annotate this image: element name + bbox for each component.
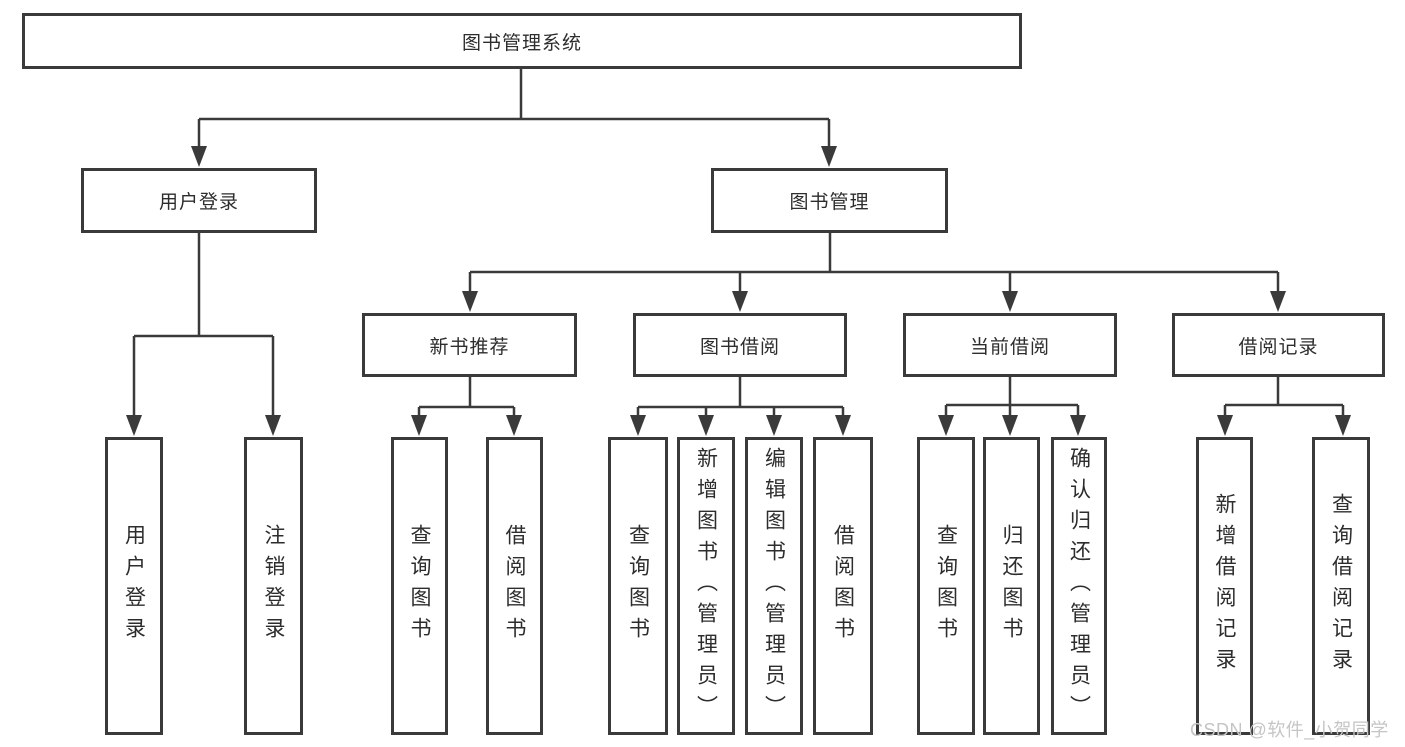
node-library-management-system: 图书管理系统 <box>22 13 1022 69</box>
arrow-down-icon <box>835 415 851 436</box>
arrow-down-icon <box>821 146 837 167</box>
node-book-management: 图书管理 <box>711 168 948 233</box>
connector-currentborrow-to-leaves <box>944 377 1080 418</box>
leaf-logout: 注销登录 <box>244 437 303 735</box>
arrow-down-icon <box>411 415 427 436</box>
arrow-down-icon <box>126 415 142 436</box>
connector-bookborrow-to-leaves <box>636 377 845 418</box>
leaf-borrow-books: 借阅图书 <box>813 437 873 735</box>
leaf-label: 查询图书 <box>408 524 431 648</box>
leaf-label: 归还图书 <box>1000 524 1023 648</box>
node-user-login: 用户登录 <box>81 168 317 233</box>
arrow-down-icon <box>1002 415 1018 436</box>
arrow-down-icon <box>191 146 207 167</box>
arrow-down-icon <box>1270 291 1286 312</box>
arrow-down-icon <box>1002 291 1018 312</box>
arrow-down-icon <box>1217 415 1233 436</box>
arrow-down-icon <box>938 415 954 436</box>
leaf-label: 借阅图书 <box>503 524 526 648</box>
leaf-query-books-recommend: 查询图书 <box>391 437 448 735</box>
leaf-label: 编辑图书（管理员） <box>762 446 786 726</box>
arrow-down-icon <box>630 415 646 436</box>
arrow-down-icon <box>506 415 522 436</box>
connector-bookmgmt-to-level3 <box>468 233 1280 294</box>
leaf-query-books-current: 查询图书 <box>917 437 975 735</box>
node-book-borrowing: 图书借阅 <box>633 313 847 377</box>
leaf-query-books-borrow: 查询图书 <box>608 437 668 735</box>
leaf-borrow-books-recommend: 借阅图书 <box>486 437 543 735</box>
connector-userlogin-to-leaves <box>132 233 275 418</box>
leaf-label: 查询借阅记录 <box>1329 493 1353 679</box>
node-new-book-recommendation: 新书推荐 <box>362 313 577 377</box>
leaf-add-book-admin: 新增图书（管理员） <box>677 437 735 735</box>
leaf-label: 借阅图书 <box>831 524 855 648</box>
leaf-query-borrow-record: 查询借阅记录 <box>1312 437 1370 735</box>
leaf-label: 新增借阅记录 <box>1213 493 1236 679</box>
leaf-add-borrow-record: 新增借阅记录 <box>1196 437 1253 735</box>
connector-borrowrecords-to-leaves <box>1223 377 1345 418</box>
leaf-edit-book-admin: 编辑图书（管理员） <box>745 437 803 735</box>
leaf-label: 新增图书（管理员） <box>694 446 718 726</box>
arrow-down-icon <box>698 415 714 436</box>
arrow-down-icon <box>1070 415 1086 436</box>
arrow-down-icon <box>766 415 782 436</box>
arrow-down-icon <box>1335 415 1351 436</box>
node-borrowing-records: 借阅记录 <box>1172 313 1385 377</box>
leaf-user-login: 用户登录 <box>105 437 163 735</box>
leaf-label: 注销登录 <box>262 524 285 648</box>
leaf-label: 查询图书 <box>934 524 958 648</box>
leaf-label: 确认归还（管理员） <box>1067 446 1091 726</box>
leaf-confirm-return-admin: 确认归还（管理员） <box>1051 437 1107 735</box>
arrow-down-icon <box>462 291 478 312</box>
connector-newbook-to-leaves <box>417 377 516 418</box>
arrow-down-icon <box>732 291 748 312</box>
leaf-label: 用户登录 <box>122 524 146 648</box>
watermark: CSDN @软件_小贺同学 <box>1190 720 1389 740</box>
node-current-borrowing: 当前借阅 <box>903 313 1117 377</box>
leaf-label: 查询图书 <box>626 524 650 648</box>
connector-root-to-level2 <box>197 69 831 148</box>
leaf-return-book: 归还图书 <box>983 437 1040 735</box>
arrow-down-icon <box>265 415 281 436</box>
